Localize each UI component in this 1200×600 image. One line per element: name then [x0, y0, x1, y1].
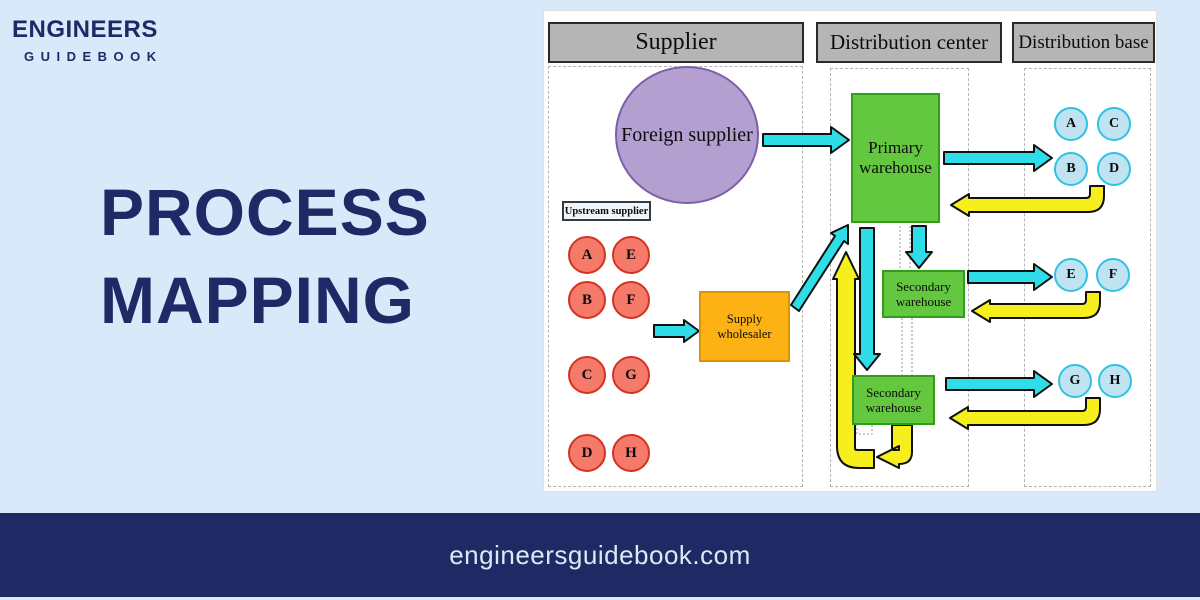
upstream-circle-c: C [568, 356, 606, 394]
brand-name: ENGINEERS [12, 16, 158, 43]
header-distribution-center: Distribution center [816, 22, 1002, 63]
base-circle-b: B [1054, 152, 1088, 186]
base-circle-f: F [1096, 258, 1130, 292]
brand-subname: GUIDEBOOK [24, 49, 163, 64]
base-circle-g: G [1058, 364, 1092, 398]
upstream-circle-f: F [612, 281, 650, 319]
secondary-warehouse-1-node: Secondary warehouse [882, 270, 965, 318]
upstream-circle-h: H [612, 434, 650, 472]
header-distribution-base: Distribution base [1012, 22, 1155, 63]
page-title-line2: MAPPING [100, 263, 416, 337]
footer-bar: engineersguidebook.com [0, 513, 1200, 597]
base-circle-e: E [1054, 258, 1088, 292]
base-circle-d: D [1097, 152, 1131, 186]
brand-logo: ENGINEERS GUIDEBOOK [12, 16, 163, 64]
upstream-supplier-label: Upstream supplier [562, 201, 651, 221]
upstream-circle-d: D [568, 434, 606, 472]
primary-warehouse-node: Primary warehouse [851, 93, 940, 223]
page-title-line1: PROCESS [100, 175, 430, 249]
foreign-supplier-node: Foreign supplier [615, 66, 759, 204]
footer-website: engineersguidebook.com [449, 539, 751, 570]
upstream-circle-a: A [568, 236, 606, 274]
base-circle-a: A [1054, 107, 1088, 141]
supply-wholesaler-node: Supply wholesaler [699, 291, 790, 362]
page-title: PROCESS MAPPING [100, 168, 430, 344]
base-circle-h: H [1098, 364, 1132, 398]
header-supplier: Supplier [548, 22, 804, 63]
base-circle-c: C [1097, 107, 1131, 141]
upstream-circle-e: E [612, 236, 650, 274]
upstream-circle-b: B [568, 281, 606, 319]
upstream-circle-g: G [612, 356, 650, 394]
secondary-warehouse-2-node: Secondary warehouse [852, 375, 935, 425]
